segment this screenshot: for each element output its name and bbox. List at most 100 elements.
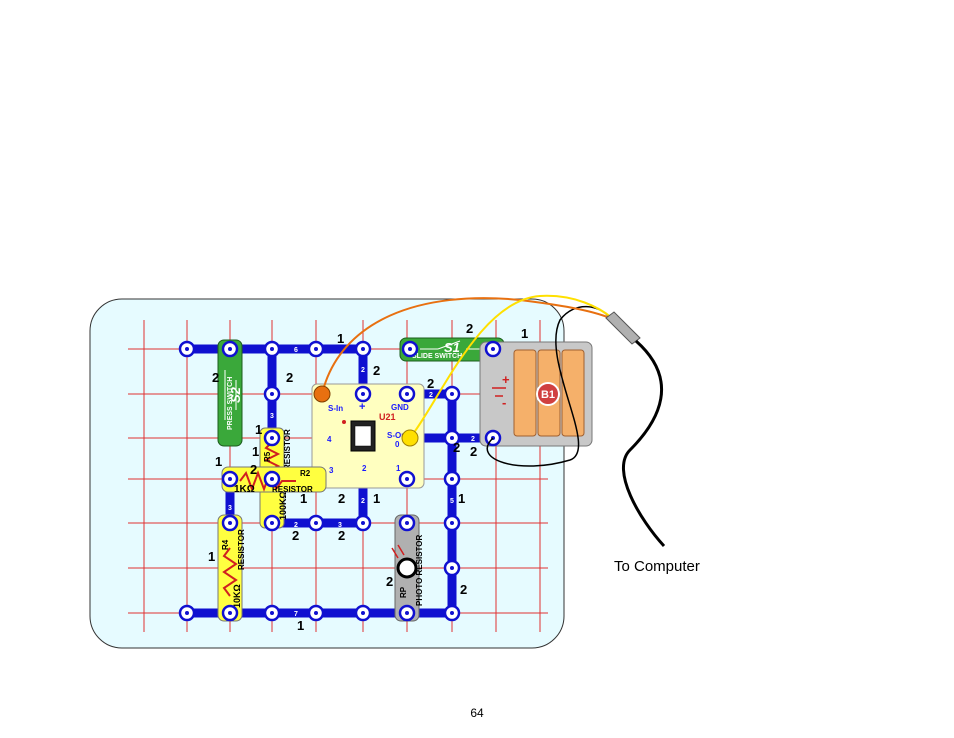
snap-connector-center xyxy=(405,477,409,481)
snap-connector-center xyxy=(228,521,232,525)
r2-text: RESISTOR xyxy=(272,485,313,494)
page-number: 64 xyxy=(470,706,484,720)
snap-connector-center xyxy=(405,611,409,615)
battery-id-circle xyxy=(536,382,560,406)
snap-connector-center xyxy=(270,477,274,481)
snap-connector-center xyxy=(405,392,409,396)
snap-connector-center xyxy=(270,392,274,396)
level-number: 1 xyxy=(337,331,344,346)
snap-connector-center xyxy=(270,611,274,615)
snap-connector-center xyxy=(450,477,454,481)
rp-text: PHOTO RESISTOR xyxy=(415,535,424,606)
level-number: 2 xyxy=(250,462,257,477)
orange-jumper-wire xyxy=(321,297,611,395)
wire-length-number: 3 xyxy=(228,505,232,512)
ic-label: U21 xyxy=(379,412,396,422)
level-number: 2 xyxy=(373,363,380,378)
level-number: 1 xyxy=(300,491,307,506)
slide-switch-id: S1 xyxy=(444,340,460,355)
snap-connector-center xyxy=(361,347,365,351)
yellow-wire-clip xyxy=(401,429,419,447)
snap-connector-center xyxy=(270,436,274,440)
level-number: 2 xyxy=(292,528,299,543)
snap-connector-center xyxy=(405,521,409,525)
orange-wire-clip xyxy=(313,385,331,403)
level-number: 1 xyxy=(373,491,380,506)
snap-connector-center xyxy=(450,392,454,396)
snap-connector-center xyxy=(185,611,189,615)
ic-pin-s-in: S-In xyxy=(328,404,343,413)
level-number: 2 xyxy=(338,491,345,506)
wire-length-number: 6 xyxy=(294,347,298,354)
r4-id: R4 xyxy=(221,539,230,550)
ic-number-2: 2 xyxy=(362,464,367,473)
wire-length-number: 2 xyxy=(294,522,298,529)
to-computer-label: To Computer xyxy=(614,558,700,575)
ic-pin-s-out: S-Out xyxy=(387,431,409,440)
snap-connector-center xyxy=(361,392,365,396)
snap-connector-center xyxy=(270,521,274,525)
level-number: 2 xyxy=(466,321,473,336)
ic-module-u21[interactable]: S-In + GND S-Out U21 4 0 3 2 1 xyxy=(311,383,425,489)
rp-id: RP xyxy=(399,586,408,598)
level-number: 1 xyxy=(458,491,465,506)
level-number: 1 xyxy=(521,326,528,341)
snap-connector-center xyxy=(314,611,318,615)
level-number: 2 xyxy=(453,440,460,455)
battery-minus-sign: - xyxy=(502,395,506,410)
snap-connector-center xyxy=(361,611,365,615)
wire-length-number: 2 xyxy=(429,392,433,399)
wire-length-number: 2 xyxy=(361,367,365,374)
snap-connector-center xyxy=(314,521,318,525)
wire-length-number: 3 xyxy=(270,413,274,420)
black-jumper-wire xyxy=(486,305,611,467)
level-number: 2 xyxy=(460,582,467,597)
snap-connector-center xyxy=(228,347,232,351)
snap-connector-center xyxy=(408,347,412,351)
snap-connector-center xyxy=(361,521,365,525)
r5-id: R5 xyxy=(263,451,272,462)
snap-connector-center xyxy=(450,611,454,615)
r4-text: RESISTOR xyxy=(237,529,246,570)
slide-switch-s1[interactable]: SLIDE SWITCH S1 xyxy=(399,337,505,362)
level-number: 1 xyxy=(297,618,304,633)
press-switch-text: PRESS SWITCH xyxy=(227,377,234,430)
wire-length-number: 5 xyxy=(450,498,454,505)
battery-holder-b1: B1 + - xyxy=(479,341,593,447)
level-number: 1 xyxy=(215,454,222,469)
slide-switch-text: SLIDE SWITCH xyxy=(412,353,462,360)
r2-id: R2 xyxy=(300,469,311,478)
level-number: 2 xyxy=(286,370,293,385)
ic-number-1: 1 xyxy=(396,464,401,473)
snap-connector-center xyxy=(314,347,318,351)
level-number: 1 xyxy=(208,549,215,564)
level-number: 2 xyxy=(427,376,434,391)
level-number: 1 xyxy=(255,422,262,437)
computer-cable xyxy=(622,339,666,548)
ic-pin-plus: + xyxy=(359,401,365,413)
snap-connector-center xyxy=(450,566,454,570)
battery-plus-sign: + xyxy=(502,372,510,387)
ic-number-0: 0 xyxy=(395,440,400,449)
battery-id: B1 xyxy=(541,389,555,401)
wire-length-number: 2 xyxy=(361,498,365,505)
snap-connector-center xyxy=(450,436,454,440)
r2-value: 1KΩ xyxy=(234,484,255,495)
snap-connector-center xyxy=(491,347,495,351)
snap-connectors xyxy=(178,340,502,622)
r4-value: 10KΩ xyxy=(232,584,242,608)
level-number: 1 xyxy=(252,444,259,459)
level-number: 2 xyxy=(386,574,393,589)
press-switch-id: S2 xyxy=(228,386,243,403)
r5-text: RESISTOR xyxy=(283,429,292,470)
ic-pin-gnd: GND xyxy=(391,403,409,412)
connector-plug xyxy=(605,311,641,345)
level-number: 2 xyxy=(338,528,345,543)
press-switch-s2[interactable]: PRESS SWITCH S2 xyxy=(217,339,243,447)
snap-connector-center xyxy=(185,347,189,351)
snap-connector-center xyxy=(228,611,232,615)
level-number: 2 xyxy=(470,444,477,459)
snap-connector-center xyxy=(450,521,454,525)
